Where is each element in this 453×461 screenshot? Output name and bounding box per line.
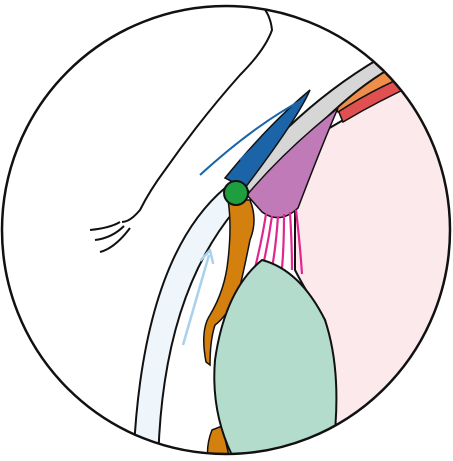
green-node xyxy=(224,181,248,205)
